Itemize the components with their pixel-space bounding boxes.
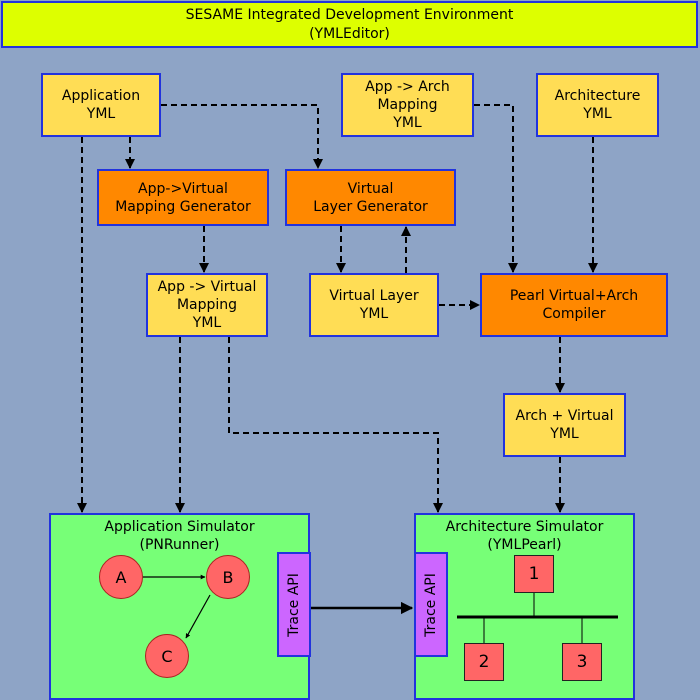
application-yml-node: Application YML [41,73,161,137]
app-virtual-mapping-yml-line3: YML [192,315,222,331]
arch-virtual-yml-line2: YML [550,426,579,442]
ide-title-line1: SESAME Integrated Development Environmen… [185,6,514,23]
architecture-yml-line2: YML [583,106,612,122]
petri-node-c: C [145,634,189,678]
arch-node-3-label: 3 [576,652,588,672]
app-virtual-mapping-yml-line2: Mapping [176,297,238,313]
ide-title-box: SESAME Integrated Development Environmen… [1,1,698,48]
pearl-compiler-line1: Pearl Virtual+Arch [509,288,639,304]
architecture-yml-line1: Architecture [554,88,641,104]
application-yml-line1: Application [61,88,141,104]
petri-node-b-label: B [222,567,234,587]
app-arch-mapping-line3: YML [393,115,422,131]
arch-trace-api-label: Trace API [423,572,439,637]
application-simulator-title: Application Simulator (PNRunner) [51,518,308,554]
petri-node-c-label: C [161,646,173,666]
virtual-layer-yml-node: Virtual Layer YML [309,273,439,337]
app-arch-mapping-yml-node: App -> Arch Mapping YML [341,73,474,137]
architecture-simulator-line1: Architecture Simulator [445,519,604,535]
arch-virtual-yml-line1: Arch + Virtual [515,408,614,424]
arch-node-3: 3 [562,643,602,681]
app-arch-mapping-line1: App -> Arch [365,79,450,95]
virtual-layer-generator-line1: Virtual [347,180,394,197]
app-trace-api-port: Trace API [277,552,311,657]
architecture-yml-node: Architecture YML [536,73,659,137]
architecture-simulator-line2: (YMLPearl) [487,537,562,553]
pearl-compiler-node: Pearl Virtual+Arch Compiler [480,273,668,337]
ide-title-line2: (YMLEditor) [309,25,390,42]
app-virtual-generator-line1: App->Virtual [138,180,228,197]
arch-trace-api-port: Trace API [414,552,448,657]
arch-node-1-label: 1 [528,564,540,584]
virtual-layer-yml-line1: Virtual Layer [329,288,419,304]
edge-application-to-virtual-layer-generator [161,104,323,169]
architecture-simulator-title: Architecture Simulator (YMLPearl) [416,518,633,554]
app-virtual-mapping-generator-node: App->Virtual Mapping Generator [97,169,269,226]
architecture-simulator-panel: Architecture Simulator (YMLPearl) [414,513,635,700]
virtual-layer-generator-node: Virtual Layer Generator [285,169,456,226]
edge-app-virtual-yml-to-arch-simulator [228,337,443,513]
edge-app-arch-mapping-to-pearl [474,104,518,273]
virtual-layer-generator-line2: Layer Generator [313,198,428,215]
application-simulator-line2: (PNRunner) [139,537,220,553]
app-virtual-mapping-yml-node: App -> Virtual Mapping YML [146,273,268,337]
application-yml-line2: YML [86,106,116,122]
app-virtual-generator-line2: Mapping Generator [115,198,251,215]
arch-node-2-label: 2 [478,652,490,672]
application-simulator-line1: Application Simulator [104,519,255,535]
petri-node-a: A [99,555,143,599]
virtual-layer-yml-line2: YML [359,306,389,322]
arch-node-2: 2 [464,643,504,681]
pearl-compiler-line2: Compiler [542,306,606,322]
app-virtual-mapping-yml-line1: App -> Virtual [157,279,257,295]
petri-node-a-label: A [115,567,127,587]
arch-node-1: 1 [514,555,554,593]
petri-node-b: B [206,555,250,599]
app-trace-api-label: Trace API [286,572,302,637]
app-arch-mapping-line2: Mapping [377,97,438,113]
arch-virtual-yml-node: Arch + Virtual YML [503,393,626,457]
